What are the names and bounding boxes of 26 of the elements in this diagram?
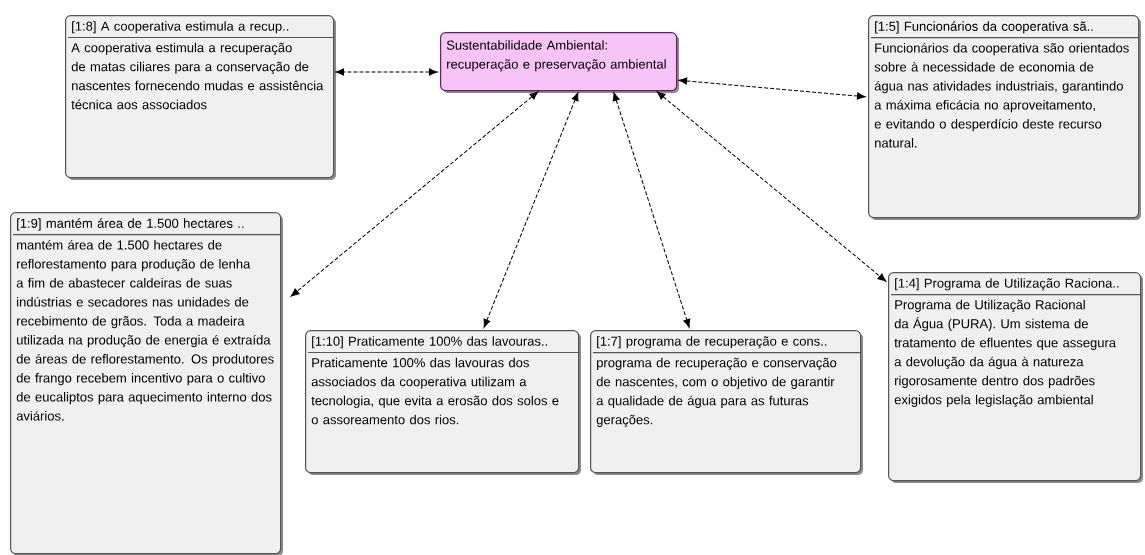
note-box <box>305 330 581 475</box>
header-text: [1:4] Programa de Utilização Raciona.. <box>895 278 1119 291</box>
note-box <box>65 15 336 180</box>
arrow <box>678 77 866 100</box>
body-text: programa de recuperação e conservação de nascentes, com o objetivo de garantir a qualidade de água para as futuras gerações. <box>596 357 837 427</box>
arrow <box>612 92 691 328</box>
body-text: Praticamente 100% das lavouras dos associados da cooperativa utilizam a tecnologia, que evita a erosão dos solos e o assoreamento dos rios. <box>311 357 559 425</box>
header-text: [1:7] programa de recuperação e cons.. <box>597 336 827 349</box>
arrow <box>290 91 539 297</box>
header-text: [1:8] A cooperativa estimula a recup.. <box>72 21 289 34</box>
header-text: [1:5] Funcionários da cooperativa sã.. <box>875 21 1093 34</box>
title-text: Sustentabilidade Ambiental: recuperação e preservação ambiental <box>446 40 666 72</box>
note-box <box>440 32 679 93</box>
body-text: mantém área de 1.500 hectares de reflorestamento para produção de lenha a fim de abastecer caldeiras de suas indústrias e secadores nas unidades de recebimento de grãos. Toda a madeira utilizada na produção de energia é extraída de áreas de reflorestamento. Os produtores de frango recebem incentivo para o cultivo de eucaliptos para aquecimento interno dos aviários. <box>16 239 274 421</box>
note-box <box>888 272 1143 483</box>
arrow <box>483 92 579 328</box>
body-text: A cooperativa estimula a recuperação de matas ciliares para a conservação de nascentes fornecendo mudas e assistência técnica aos associados <box>71 42 324 110</box>
body-text: Programa de Utilização Racional da Água (PURA). Um sistema de tratamento de efluentes que assegura a devolução da água à natureza rigorosamente dentro dos padrões exigidos pela legislação ambiental <box>894 299 1117 407</box>
note-box <box>868 15 1141 220</box>
note-box <box>10 212 283 555</box>
arrow <box>656 91 887 282</box>
header-text: [1:9] mantém área de 1.500 hectares .. <box>17 218 244 231</box>
arrow <box>335 68 438 76</box>
header-text: [1:10] Praticamente 100% das lavouras.. <box>312 336 547 349</box>
note-box <box>590 330 863 475</box>
body-text: Funcionários da cooperativa são orientados sobre à necessidade de economia de água nas atividades industriais, garantindo a máxima eficácia no aproveitamento, e evitando o desperdício deste recurso natural. <box>874 42 1129 148</box>
